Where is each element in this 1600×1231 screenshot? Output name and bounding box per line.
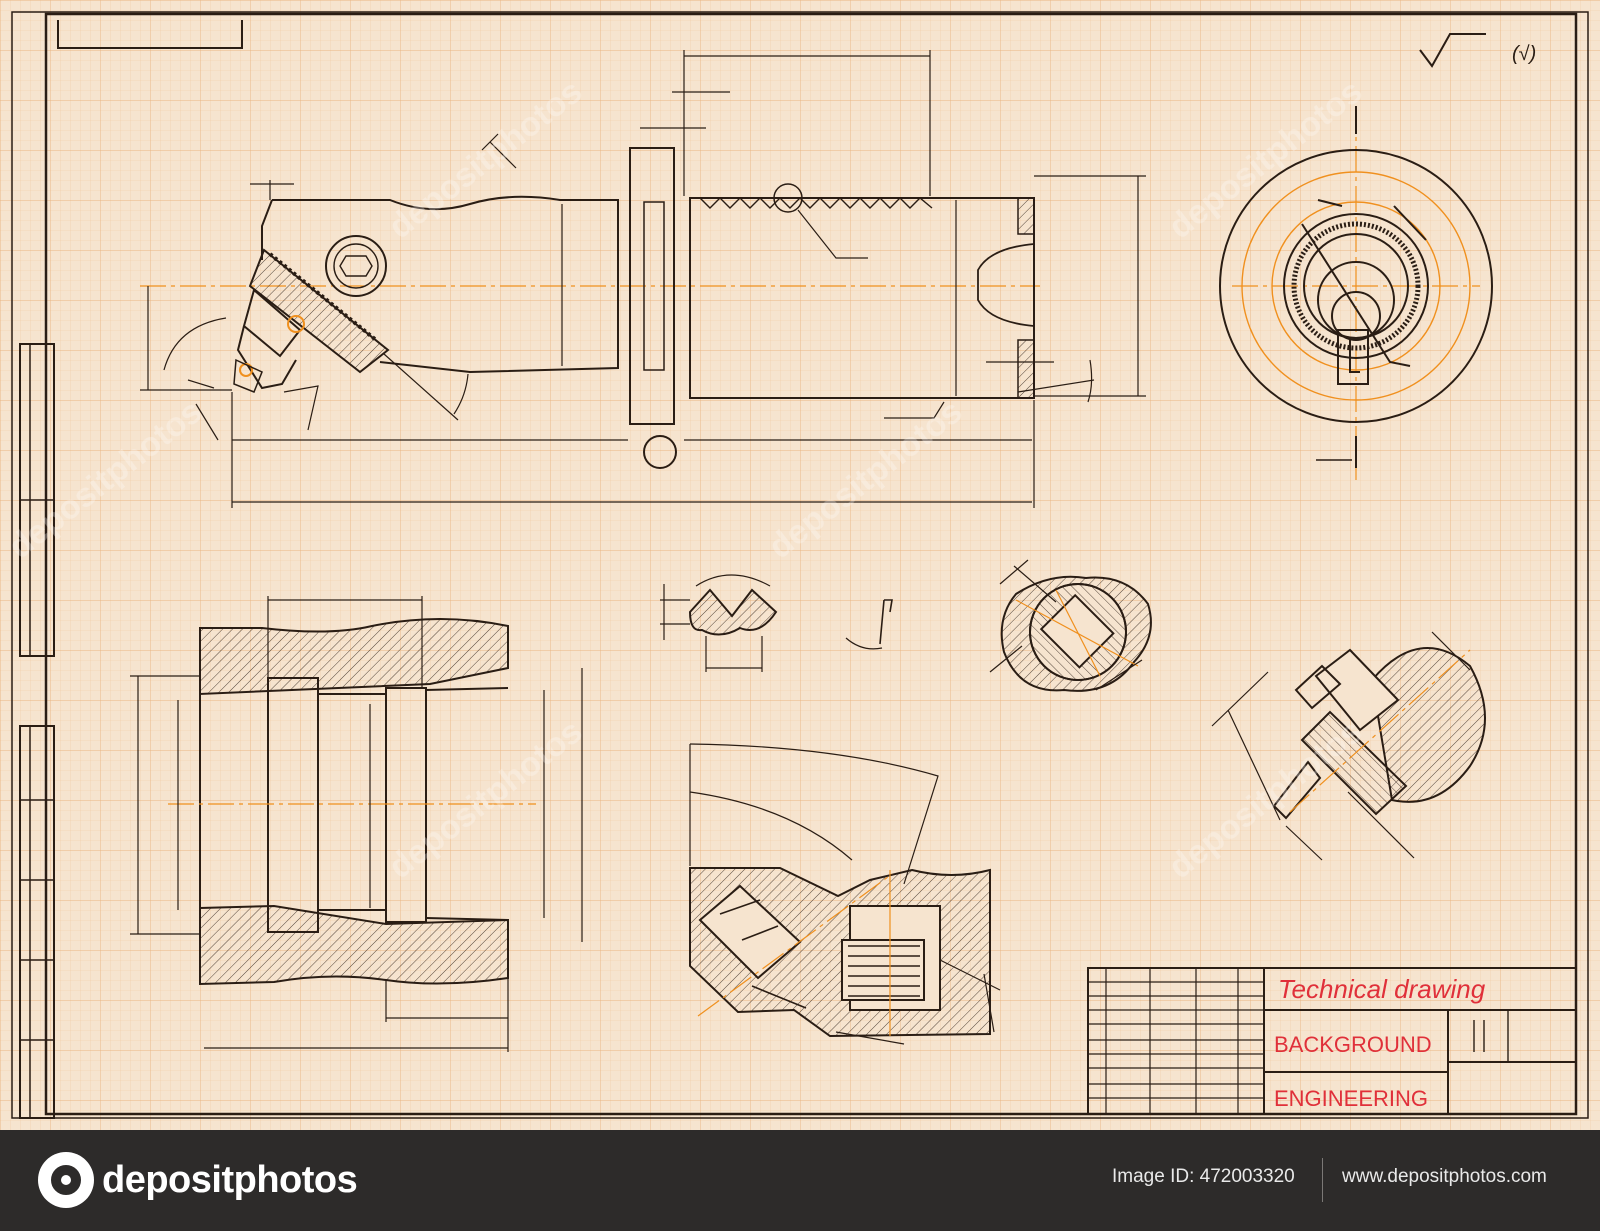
depositphotos-logo-icon xyxy=(38,1152,94,1208)
surface-roughness-symbol xyxy=(1419,33,1486,68)
title-block-title: Technical drawing xyxy=(1278,974,1486,1004)
key-section-view xyxy=(989,559,1152,692)
logo-text: depositphotos xyxy=(102,1158,358,1201)
tool-holder-main-view xyxy=(140,50,1146,508)
depositphotos-logo[interactable]: depositphotos xyxy=(38,1152,358,1208)
title-block xyxy=(1087,967,1577,1115)
sleeve-section-view xyxy=(130,596,583,1052)
site-url[interactable]: www.depositphotos.com xyxy=(1342,1166,1547,1187)
surface-symbol-text: (√) xyxy=(1512,43,1536,65)
footer-divider xyxy=(1322,1158,1323,1202)
image-id: Image ID: 472003320 xyxy=(1112,1166,1295,1187)
title-block-line2: BACKGROUND xyxy=(1274,1032,1432,1057)
tool-holder-end-view xyxy=(1219,106,1493,480)
title-block-line3: ENGINEERING xyxy=(1274,1086,1428,1111)
angled-assembly-view xyxy=(1211,631,1486,861)
stock-footer-bar: depositphotos Image ID: 472003320 www.de… xyxy=(0,1130,1600,1231)
thread-detail-view xyxy=(660,574,893,672)
cartridge-section-view xyxy=(689,743,1001,1045)
technical-drawing-sheet: (√) xyxy=(0,0,1600,1130)
sheet-frame xyxy=(11,11,1589,1119)
